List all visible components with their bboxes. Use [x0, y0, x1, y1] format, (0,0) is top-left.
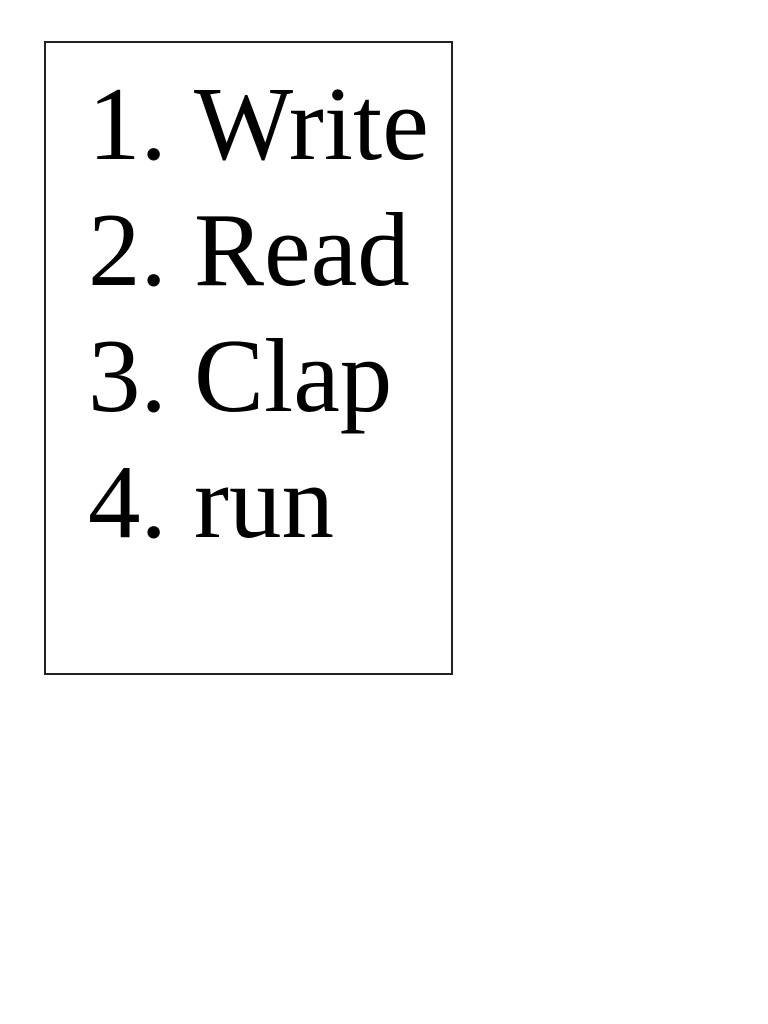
list-item[interactable]: 2. Read — [46, 187, 451, 313]
list-item-marker: 1. — [88, 65, 167, 182]
bordered-text-box: 1. Write 2. Read 3. Clap 4. run — [44, 41, 453, 675]
text-box-content: 1. Write 2. Read 3. Clap 4. run — [46, 43, 451, 673]
list-item[interactable]: 1. Write — [46, 61, 451, 187]
list-item-marker: 4. — [88, 443, 167, 560]
list-item[interactable]: 4. run — [46, 439, 451, 565]
list-item-label: run — [194, 443, 334, 560]
list-item-marker: 2. — [88, 191, 167, 308]
list-item[interactable]: 3. Clap — [46, 313, 451, 439]
list-item-marker: 3. — [88, 317, 167, 434]
list-item-label: Write — [194, 65, 429, 182]
numbered-task-list: 1. Write 2. Read 3. Clap 4. run — [46, 61, 451, 565]
list-item-label: Read — [194, 191, 410, 308]
list-item-label: Clap — [194, 317, 393, 434]
